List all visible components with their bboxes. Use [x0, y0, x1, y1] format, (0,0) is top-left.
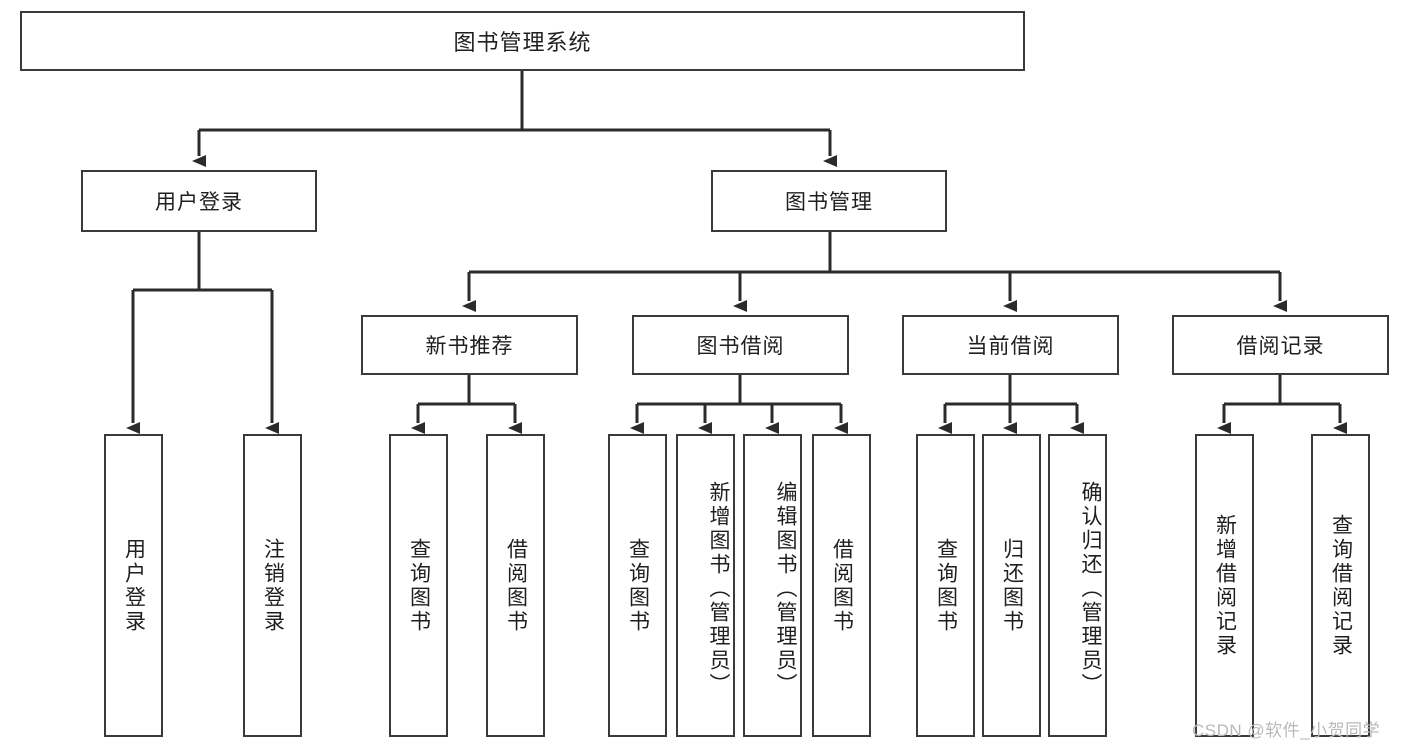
node-book-management[interactable]: 图书管理 [711, 170, 947, 232]
leaf-current-query-book[interactable]: 查询图书 [916, 434, 975, 737]
leaf-record-add[interactable]: 新增借阅记录 [1195, 434, 1254, 737]
leaf-user-login[interactable]: 用户登录 [104, 434, 163, 737]
leaf-current-return-book[interactable]: 归还图书 [982, 434, 1041, 737]
leaf-borrow-add-book-admin[interactable]: 新增图书（管理员） [676, 434, 735, 737]
node-current-borrow[interactable]: 当前借阅 [902, 315, 1119, 375]
leaf-borrow-query-book[interactable]: 查询图书 [608, 434, 667, 737]
csdn-watermark: CSDN @软件_小贺同学 [1192, 721, 1381, 740]
leaf-record-query[interactable]: 查询借阅记录 [1311, 434, 1370, 737]
leaf-borrow-borrow-book[interactable]: 借阅图书 [812, 434, 871, 737]
node-root-system[interactable]: 图书管理系统 [20, 11, 1025, 71]
node-borrow-record[interactable]: 借阅记录 [1172, 315, 1389, 375]
leaf-new-book-query[interactable]: 查询图书 [389, 434, 448, 737]
node-book-borrow[interactable]: 图书借阅 [632, 315, 849, 375]
leaf-current-confirm-return-admin[interactable]: 确认归还（管理员） [1048, 434, 1107, 737]
node-user-login[interactable]: 用户登录 [81, 170, 317, 232]
leaf-user-logout[interactable]: 注销登录 [243, 434, 302, 737]
leaf-new-book-borrow[interactable]: 借阅图书 [486, 434, 545, 737]
leaf-borrow-edit-book-admin[interactable]: 编辑图书（管理员） [743, 434, 802, 737]
node-new-book-recommend[interactable]: 新书推荐 [361, 315, 578, 375]
